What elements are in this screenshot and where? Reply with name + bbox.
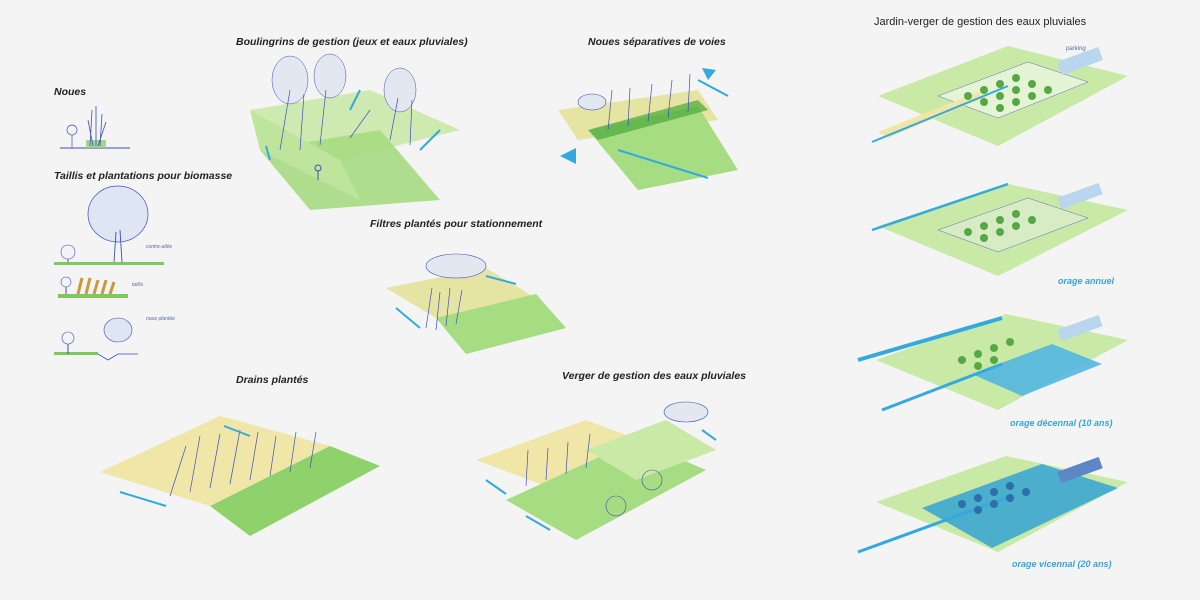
taillis-sketch: contre-allée taillis noue plantée bbox=[54, 185, 175, 361]
parking-label: parking bbox=[1066, 46, 1086, 52]
boulingrins-sketch bbox=[250, 53, 460, 210]
title-drains: Drains plantés bbox=[236, 374, 309, 386]
title-verger: Verger de gestion des eaux pluviales bbox=[562, 370, 747, 382]
jardin-verger-panel-1 bbox=[871, 46, 1128, 146]
verger-sketch bbox=[476, 401, 717, 540]
svg-text:noue plantée: noue plantée bbox=[146, 316, 175, 322]
scenario-annuel: orage annuel bbox=[1058, 276, 1115, 286]
scenario-decennal: orage décennal (10 ans) bbox=[1010, 418, 1113, 428]
scenario-vicennal: orage vicennal (20 ans) bbox=[1012, 559, 1112, 569]
jardin-verger-panel-4 bbox=[857, 456, 1128, 554]
drains-sketch bbox=[100, 416, 380, 536]
title-boulingrins: Boulingrins de gestion (jeux et eaux plu… bbox=[236, 36, 468, 48]
title-filtres: Filtres plantés pour stationnement bbox=[370, 218, 543, 230]
title-taillis: Taillis et plantations pour biomasse bbox=[54, 170, 233, 182]
noues-sketch bbox=[60, 106, 130, 149]
jardin-verger-panel-2 bbox=[871, 182, 1128, 276]
title-noues-separatives: Noues séparatives de voies bbox=[588, 36, 726, 48]
svg-text:taillis: taillis bbox=[132, 282, 144, 288]
title-jardin-verger: Jardin-verger de gestion des eaux pluvia… bbox=[874, 16, 1087, 28]
svg-text:contre-allée: contre-allée bbox=[146, 244, 172, 250]
noues-separatives-sketch bbox=[558, 68, 738, 190]
title-noues: Noues bbox=[54, 86, 87, 98]
jardin-verger-panel-3 bbox=[857, 314, 1128, 412]
filtres-sketch bbox=[386, 253, 566, 354]
